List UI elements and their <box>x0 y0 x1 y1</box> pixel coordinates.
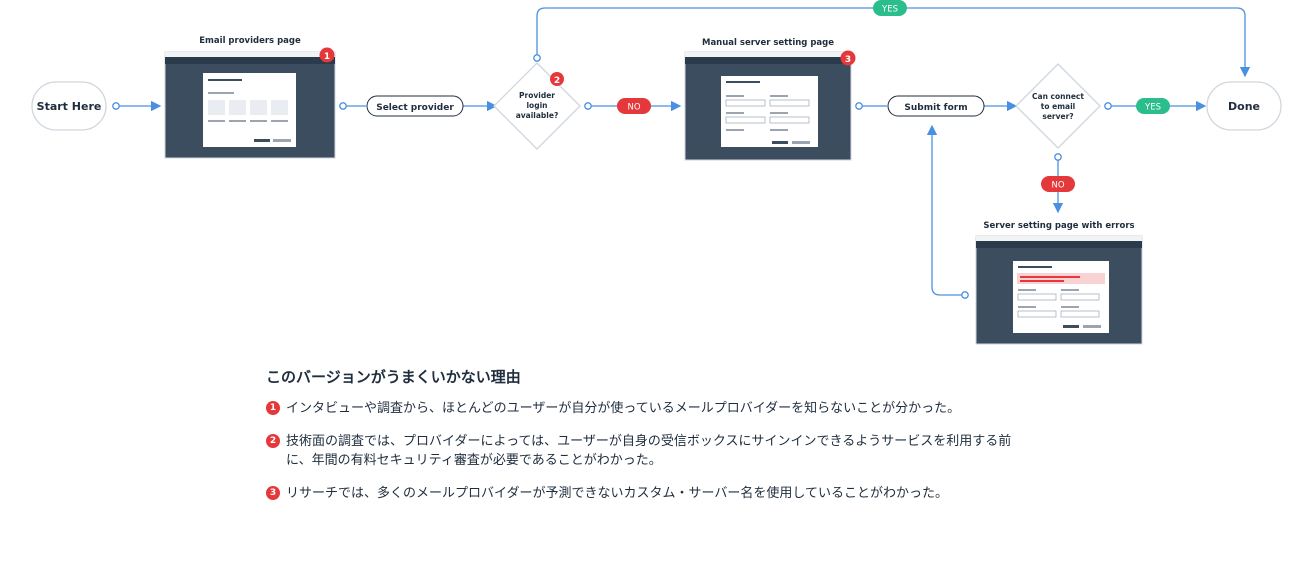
reasons-title: このバージョンがうまくいかない理由 <box>266 368 521 386</box>
reason-item-3: 3 リサーチでは、多くのメールプロバイダーが予測できないカスタム・サーバー名を使… <box>266 484 1026 503</box>
no-provider-pill: NO <box>617 98 651 114</box>
reasons-section: このバージョンがうまくいかない理由 1 インタビューや調査から、ほとんどのユーザ… <box>266 366 1026 517</box>
done-node[interactable]: Done <box>1206 81 1282 131</box>
badge-1-label: 1 <box>324 52 330 62</box>
no-connect-label: NO <box>1051 181 1064 191</box>
reason-text-1: インタビューや調査から、ほとんどのユーザーが自分が使っているメールプロバイダーを… <box>286 401 961 416</box>
badge-3-label: 3 <box>845 55 851 65</box>
yes-connect-label: YES <box>1144 103 1161 113</box>
badge-3-icon <box>840 50 856 66</box>
select-provider-label: Select provider <box>376 103 454 113</box>
manual-server-title: Manual server setting page <box>702 38 834 48</box>
email-providers-screen: Email providers page 1 <box>164 36 336 159</box>
provider-decision-line3: available? <box>516 111 559 120</box>
yes-top-pill: YES <box>873 0 907 16</box>
badge-2-icon: 2 <box>266 434 280 448</box>
connector-dots <box>112 54 1112 299</box>
no-connect-pill: NO <box>1041 176 1075 192</box>
connect-decision-line3: server? <box>1042 112 1073 121</box>
provider-decision-line2: login <box>526 101 547 110</box>
reason-text-2: 技術面の調査では、プロバイダーによっては、ユーザーが自身の受信ボックスにサインイ… <box>286 434 1012 468</box>
yes-connect-pill: YES <box>1136 98 1170 114</box>
provider-login-decision: Provider login available? 2 <box>493 62 581 150</box>
reason-item-1: 1 インタビューや調査から、ほとんどのユーザーが自分が使っているメールプロバイダ… <box>266 399 1026 418</box>
email-providers-title: Email providers page <box>199 36 301 46</box>
badge-1-icon: 1 <box>266 401 280 415</box>
server-errors-screen: Server setting page with errors <box>975 221 1143 345</box>
reason-text-3: リサーチでは、多くのメールプロバイダーが予測できないカスタム・サーバー名を使用し… <box>286 486 948 501</box>
reason-item-2: 2 技術面の調査では、プロバイダーによっては、ユーザーが自身の受信ボックスにサイ… <box>266 432 1026 470</box>
provider-decision-line1: Provider <box>519 91 555 100</box>
start-node[interactable]: Start Here <box>31 81 107 131</box>
yes-top-label: YES <box>881 5 898 15</box>
connect-decision-line2: to email <box>1041 102 1075 111</box>
badge-2-label: 2 <box>554 76 560 86</box>
submit-form-label: Submit form <box>904 103 967 113</box>
select-provider-node[interactable]: Select provider <box>366 95 464 117</box>
connect-decision: Can connect to email server? <box>1015 63 1101 149</box>
flow-diagram: Start Here Email providers page 1 Select… <box>31 0 1282 345</box>
submit-form-node[interactable]: Submit form <box>887 95 985 117</box>
start-label: Start Here <box>37 100 102 113</box>
manual-server-screen: Manual server setting page 3 <box>684 38 856 161</box>
badge-2-icon <box>550 72 564 86</box>
done-label: Done <box>1228 100 1260 113</box>
server-errors-title: Server setting page with errors <box>983 221 1134 231</box>
connect-decision-line1: Can connect <box>1032 92 1084 101</box>
badge-3-icon: 3 <box>266 486 280 500</box>
no-provider-label: NO <box>627 103 640 113</box>
badge-1-icon <box>319 47 335 63</box>
